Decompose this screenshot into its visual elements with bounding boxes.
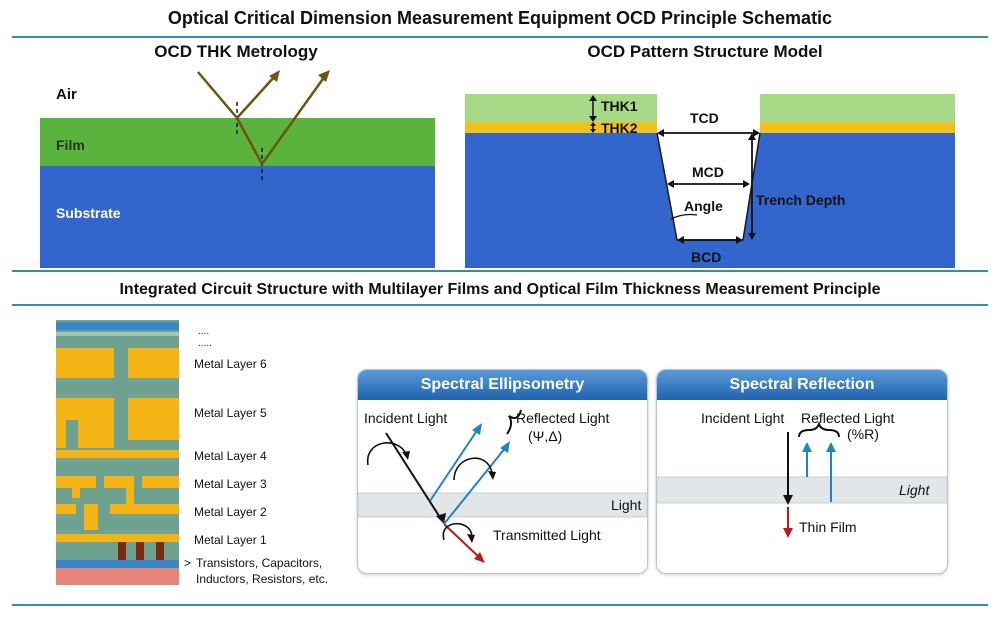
reflection-light-label: Light — [899, 482, 930, 498]
section2-divider — [12, 304, 988, 306]
film-band — [657, 476, 947, 504]
ellipsometry-light-label: Light — [611, 497, 642, 513]
angle-arc — [670, 213, 698, 220]
bcd-label: BCD — [691, 249, 722, 265]
thk2-layer — [465, 122, 657, 133]
reflection-diagram — [657, 420, 947, 538]
device-layer — [56, 560, 179, 568]
percent-r-label: (%R) — [847, 426, 879, 442]
ellipsometry-panel: Spectral Ellipsometry Incident Light Ref… — [357, 369, 648, 574]
reflected-light-arrow — [429, 428, 479, 502]
trench-depth-label: Trench Depth — [756, 192, 846, 208]
ellipsometry-title: Spectral Ellipsometry — [358, 370, 647, 400]
metal-layer-3-label: Metal Layer 3 — [194, 477, 267, 491]
reflection-incident-label: Incident Light — [701, 410, 785, 426]
pattern-substrate — [465, 133, 955, 268]
top-divider — [12, 36, 988, 38]
page-title: Optical Critical Dimension Measurement E… — [167, 8, 833, 28]
thk1-label: THK1 — [601, 98, 638, 114]
substrate-label: Substrate — [56, 205, 121, 221]
thk2-label: THK2 — [601, 120, 638, 136]
reflected-light-arrow — [443, 446, 507, 525]
polarization-loop-icon — [442, 522, 473, 541]
thin-film-label: Thin Film — [799, 519, 857, 535]
metal-layer-6 — [56, 348, 114, 378]
metal-layer-6-label: Metal Layer 6 — [194, 357, 267, 371]
section2-title: Integrated Circuit Structure with Multil… — [119, 281, 881, 298]
ic-stack-diagram — [56, 320, 179, 585]
tcd-label: TCD — [690, 110, 719, 126]
psi-delta-label: (Ψ,Δ) — [528, 428, 563, 444]
polarization-loop-icon — [453, 457, 493, 481]
dots-1: .... — [198, 326, 210, 337]
metal-layer-2 — [56, 504, 76, 514]
middle-divider — [12, 270, 988, 272]
metal-layer-1 — [56, 534, 179, 542]
incident-light-arrow — [385, 432, 442, 520]
devices-marker: > — [184, 556, 192, 570]
ellipsometry-incident-label: Incident Light — [364, 410, 448, 426]
substrate-layer — [40, 166, 435, 268]
metal-layer-2-label: Metal Layer 2 — [194, 505, 267, 519]
film-label: Film — [56, 137, 85, 153]
pattern-title: OCD Pattern Structure Model — [587, 42, 823, 61]
angle-label: Angle — [684, 198, 723, 214]
reflected-light-arrow — [236, 75, 276, 119]
metal-layer-5-label: Metal Layer 5 — [194, 406, 267, 420]
thk-diagram — [40, 70, 435, 268]
reflection-panel: Spectral Reflection Incident Light Refle… — [656, 369, 948, 574]
film-band — [358, 492, 647, 518]
brace-icon — [798, 420, 840, 438]
dots-2: ..... — [198, 338, 212, 349]
silicon-substrate — [56, 568, 179, 585]
transmitted-light-label: Transmitted Light — [493, 527, 601, 543]
metal-layer-4 — [56, 450, 179, 458]
mcd-label: MCD — [692, 164, 724, 180]
thk2-layer — [760, 122, 955, 133]
metal-layer-6 — [128, 348, 179, 378]
reflection-reflected-label: Reflected Light — [801, 410, 895, 426]
thk1-layer — [465, 94, 657, 122]
reflected-light-arrow — [260, 75, 327, 165]
ellipsometry-reflected-label: Reflected Light — [516, 410, 610, 426]
reflection-title: Spectral Reflection — [657, 370, 947, 400]
ellipsometry-diagram — [358, 409, 647, 563]
air-label: Air — [56, 86, 77, 103]
metal-layer-3 — [56, 476, 96, 488]
thk-title: OCD THK Metrology — [154, 42, 318, 61]
devices-line-1: Transistors, Capacitors, — [196, 556, 323, 570]
top-passivation — [56, 322, 179, 330]
arrowhead-icon — [269, 70, 280, 82]
transmitted-light-arrow — [443, 523, 481, 559]
thk1-layer — [760, 94, 955, 122]
polarization-loop-icon — [367, 442, 407, 466]
metal-layer-4-label: Metal Layer 4 — [194, 449, 267, 463]
pattern-diagram — [465, 94, 955, 268]
arrowhead-icon — [318, 70, 330, 82]
brace-icon — [506, 409, 522, 435]
metal-layer-1-label: Metal Layer 1 — [194, 533, 267, 547]
devices-line-2: Inductors, Resistors, etc. — [196, 572, 329, 586]
bottom-divider — [12, 604, 988, 606]
